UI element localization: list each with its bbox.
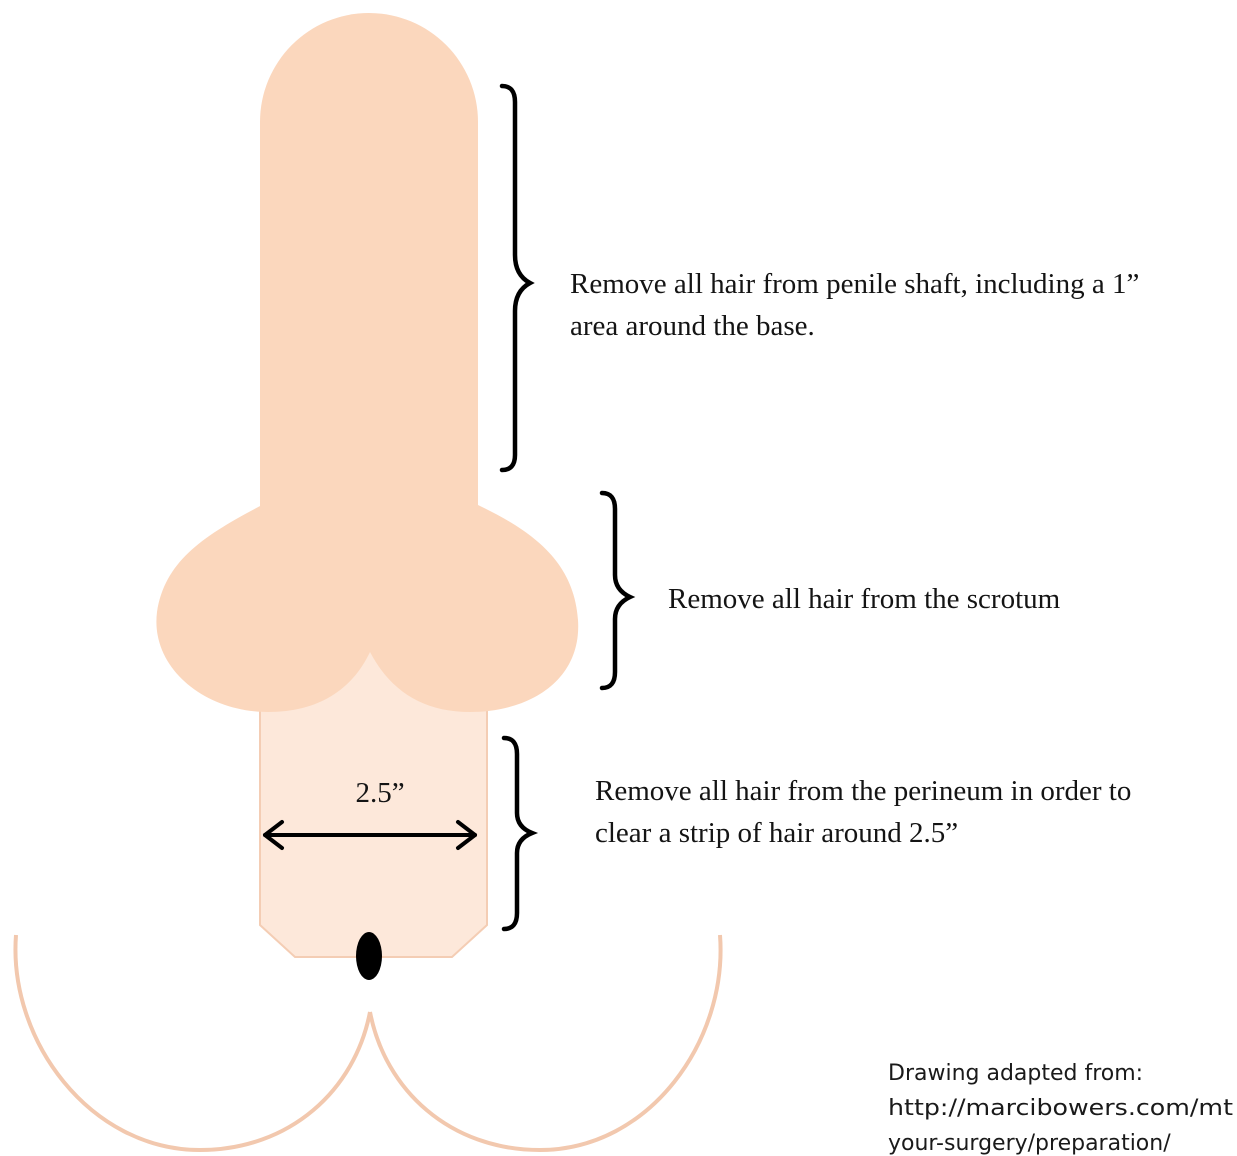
penile-shaft [260,13,478,520]
perineum-brace [504,738,532,929]
perineum-instruction-line2: clear a strip of hair around 2.5” [595,817,958,849]
perineum-instruction-line1: Remove all hair from the perineum in ord… [595,775,1131,807]
credit-line3: your-surgery/preparation/ [888,1131,1171,1156]
right-buttock-curve [370,935,721,1150]
anus-marker [356,932,382,980]
scrotum-brace [602,493,630,688]
scrotum-instruction: Remove all hair from the scrotum [668,583,1061,615]
shaft-brace [502,86,530,470]
width-label: 2.5” [355,777,404,809]
credit-line2: http://marcibowers.com/mt [888,1096,1233,1121]
left-buttock-curve [15,935,370,1150]
credit-line1: Drawing adapted from: [888,1061,1143,1086]
shaft-instruction-line2: area around the base. [570,310,815,342]
shaft-instruction-line1: Remove all hair from penile shaft, inclu… [570,268,1139,300]
